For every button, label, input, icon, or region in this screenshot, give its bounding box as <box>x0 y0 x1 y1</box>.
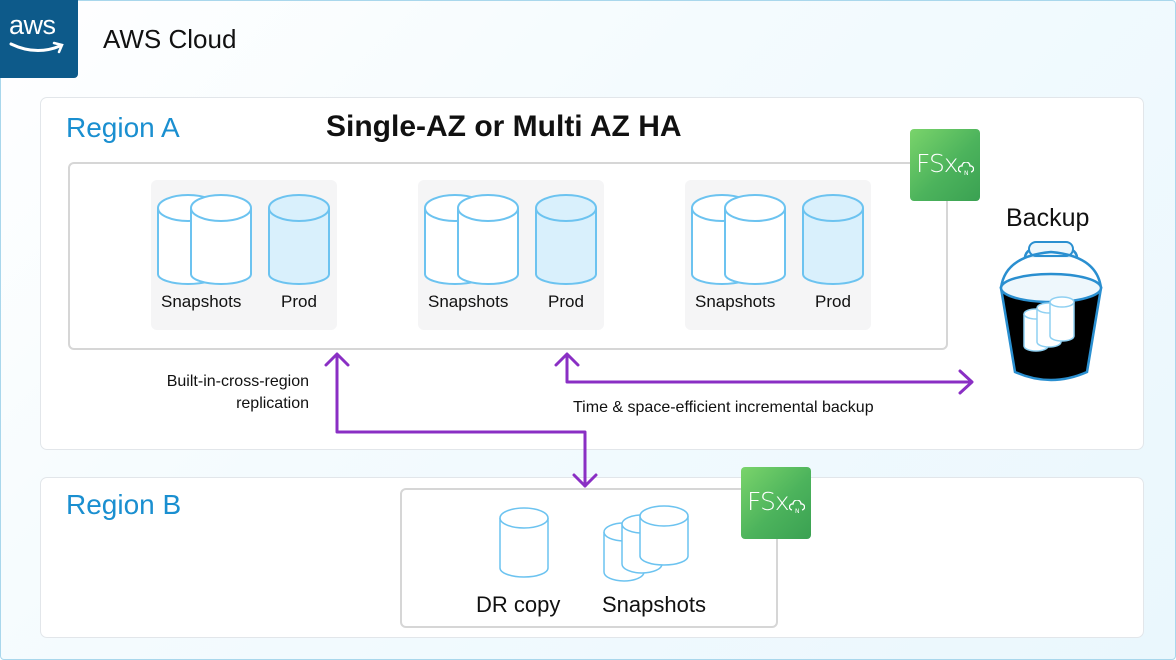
prod-label: Prod <box>281 292 317 311</box>
aws-smile-icon <box>9 41 64 54</box>
fsx-badge-text: FSx <box>916 149 959 178</box>
cluster-pair: Snapshots Prod <box>151 180 337 330</box>
cluster-pair: Snapshots Prod <box>418 180 604 330</box>
backup-label: Time & space-efficient incremental backu… <box>573 399 874 416</box>
netapp-cloud-icon: N <box>958 162 974 176</box>
snapshots-label: Snapshots <box>695 292 776 311</box>
snapshots-label: Snapshots <box>161 292 242 311</box>
replication-arrowhead-down <box>572 473 598 488</box>
fsx-ontap-badge: FSx N <box>741 467 811 539</box>
svg-text:N: N <box>795 508 800 514</box>
netapp-cloud-icon: N <box>789 500 805 514</box>
region-a-title: Region A <box>66 112 180 143</box>
snapshot-prod-cylinders-icon <box>157 194 330 285</box>
deployment-title: Single-AZ or Multi AZ HA <box>326 110 682 143</box>
replication-label-line1: Built-in-cross-region <box>166 373 309 390</box>
fsx-badge-text: FSx <box>747 487 790 516</box>
replication-arrow <box>335 354 587 488</box>
snapshot-prod-cylinders-icon <box>424 194 597 285</box>
backup-arrowhead-right <box>958 369 974 395</box>
replication-arrowhead-up <box>324 352 350 367</box>
dr-cylinders-icon <box>499 505 689 582</box>
snapshot-prod-cylinders-icon <box>691 194 864 285</box>
prod-label: Prod <box>815 292 851 311</box>
replication-label: Built-in-cross-region replication <box>100 371 309 415</box>
dr-snapshots-label: Snapshots <box>602 592 706 617</box>
dr-copy-label: DR copy <box>476 592 561 617</box>
aws-logo: aws <box>0 0 78 78</box>
fsx-ontap-badge: FSx N <box>910 129 980 201</box>
backup-bucket-icon <box>999 241 1103 382</box>
dr-cluster-group: DR copy Snapshots <box>400 488 778 628</box>
region-b-title: Region B <box>66 489 182 520</box>
svg-text:N: N <box>964 170 969 176</box>
cloud-title: AWS Cloud <box>103 24 237 54</box>
backup-title: Backup <box>1006 204 1090 232</box>
aws-logo-text: aws <box>9 10 56 40</box>
snapshots-label: Snapshots <box>428 292 509 311</box>
replication-label-line2: replication <box>236 395 309 412</box>
cluster-pair: Snapshots Prod <box>685 180 871 330</box>
backup-arrowhead-up <box>554 352 580 367</box>
prod-label: Prod <box>548 292 584 311</box>
backup-arrow <box>565 354 973 384</box>
